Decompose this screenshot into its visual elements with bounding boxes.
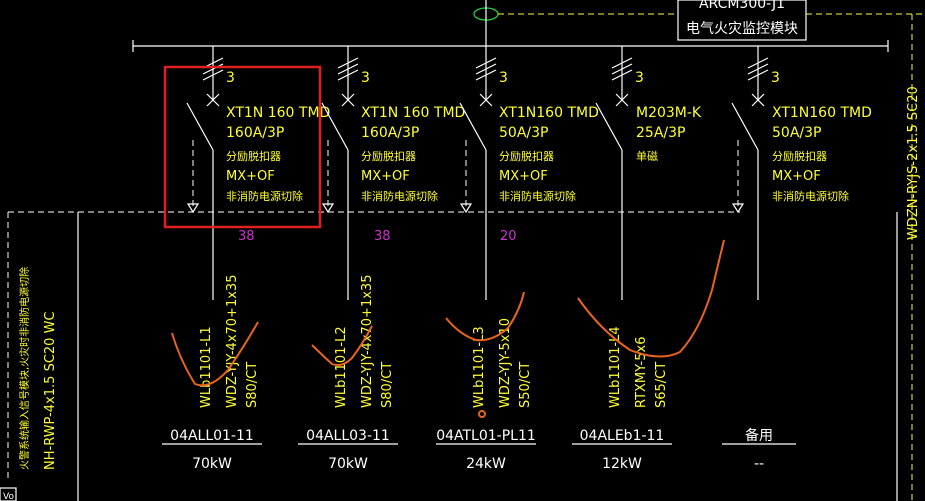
module-name: 电气火灾监控模块: [686, 20, 798, 37]
circuit-name: 04ALL03-11: [306, 428, 390, 444]
pole-mark: 3: [499, 70, 508, 86]
breaker-aux: MX+OF: [361, 169, 410, 184]
pole-mark: 3: [771, 70, 780, 86]
cable-spec: WDZ-YJY-5x10: [498, 318, 513, 408]
breaker-shunt: 分励脱扣器: [772, 149, 827, 163]
cable-spec: WDZ-YJY-4x70+1x35: [360, 275, 375, 408]
breaker-model: XT1N160 TMD: [772, 105, 872, 121]
branch-3: 3 XT1N160 TMD 50A/3P 分励脱扣器 MX+OF 非消防电源切除…: [436, 46, 599, 472]
breaker-note: 非消防电源切除: [772, 189, 849, 203]
small-box: [0, 487, 17, 501]
pole-mark: 3: [226, 70, 235, 86]
annotation-mark: [577, 239, 725, 358]
branch-2: 3 XT1N 160 TMD 160A/3P 分励脱扣器 MX+OF 非消防电源…: [298, 46, 465, 472]
breaker-note: 非消防电源切除: [361, 189, 438, 203]
pole-mark: 3: [361, 70, 370, 86]
breaker-model: M203M-K: [636, 105, 702, 121]
conduit: S50/CT: [518, 362, 533, 408]
module-code: ARCM300-J1: [699, 0, 785, 12]
load-power: 12kW: [602, 456, 642, 472]
breaker-model: XT1N 160 TMD: [226, 105, 330, 121]
load-power: --: [754, 456, 764, 472]
highlight-box[interactable]: [163, 65, 322, 229]
breaker-shunt: 分励脱扣器: [226, 149, 281, 163]
annotation-mark: [445, 291, 525, 342]
annotation-mark: [171, 321, 259, 387]
monitor-module-box: [677, 0, 807, 41]
cable-id: WLb1101-L1: [199, 326, 214, 408]
breaker-shunt: 分励脱扣器: [361, 149, 416, 163]
breaker-note: 非消防电源切除: [226, 189, 303, 203]
breaker-model: XT1N160 TMD: [499, 105, 599, 121]
cable-id: WLb1101-L3: [472, 326, 487, 408]
conduit: S80/CT: [245, 362, 260, 408]
circuit-name: 04ATL01-PL11: [436, 428, 536, 444]
annotation-mark: [311, 325, 373, 367]
load-power: 24kW: [466, 456, 506, 472]
circuit-name: 04ALEb1-11: [580, 428, 665, 444]
cable-spec: WDZ-YJY-4x70+1x35: [225, 275, 240, 408]
right-cable-label: WDZN-RYJS-2x1.5 SC20: [906, 86, 921, 240]
small-box-label: Vo: [3, 492, 14, 501]
breaker-switch: [321, 102, 349, 151]
breaker-aux: MX+OF: [772, 169, 821, 184]
pole-mark: 3: [635, 70, 644, 86]
breaker-switch: [731, 102, 759, 151]
cable-id: WLb1101-L4: [608, 326, 623, 408]
branch-4: 3 M203M-K 25A/3P 单磁 WLb1101-L4 RTXMY-5x6…: [572, 46, 725, 472]
breaker-rating: 160A/3P: [226, 125, 284, 141]
branch-5: 3 XT1N160 TMD 50A/3P 分励脱扣器 MX+OF 非消防电源切除…: [722, 46, 872, 472]
branch-1: 3 XT1N 160 TMD 160A/3P 分励脱扣器 MX+OF 非消防电源…: [162, 46, 330, 472]
circuit-number: 38: [238, 229, 255, 244]
left-cable-note: 火警系统输入信号模块,火灾时非消防电源切除: [18, 267, 31, 470]
breaker-shunt: 单磁: [636, 150, 658, 163]
load-power: 70kW: [192, 456, 232, 472]
breaker-rating: 25A/3P: [636, 125, 685, 141]
conduit: S65/CT: [654, 362, 669, 408]
circuit-number: 38: [374, 229, 391, 244]
load-power: 70kW: [328, 456, 368, 472]
breaker-aux: MX+OF: [499, 169, 548, 184]
circuit-name: 备用: [745, 427, 773, 444]
conduit: S80/CT: [380, 362, 395, 408]
cable-id: WLb1101-L2: [334, 326, 349, 408]
breaker-rating: 50A/3P: [772, 125, 821, 141]
breaker-rating: 50A/3P: [499, 125, 548, 141]
breaker-model: XT1N 160 TMD: [361, 105, 465, 121]
breaker-switch: [595, 102, 623, 151]
breaker-switch: [459, 102, 487, 151]
breaker-rating: 160A/3P: [361, 125, 419, 141]
left-cable-spec: NH-RWP-4x1.5 SC20 WC: [43, 311, 58, 470]
breaker-aux: MX+OF: [226, 169, 275, 184]
cable-spec: RTXMY-5x6: [634, 337, 649, 408]
breaker-note: 非消防电源切除: [499, 189, 576, 203]
annotation-dot: [478, 410, 486, 418]
breaker-switch: [186, 102, 214, 151]
circuit-name: 04ALL01-11: [170, 428, 254, 444]
circuit-number: 20: [500, 229, 517, 244]
breaker-shunt: 分励脱扣器: [499, 149, 554, 163]
